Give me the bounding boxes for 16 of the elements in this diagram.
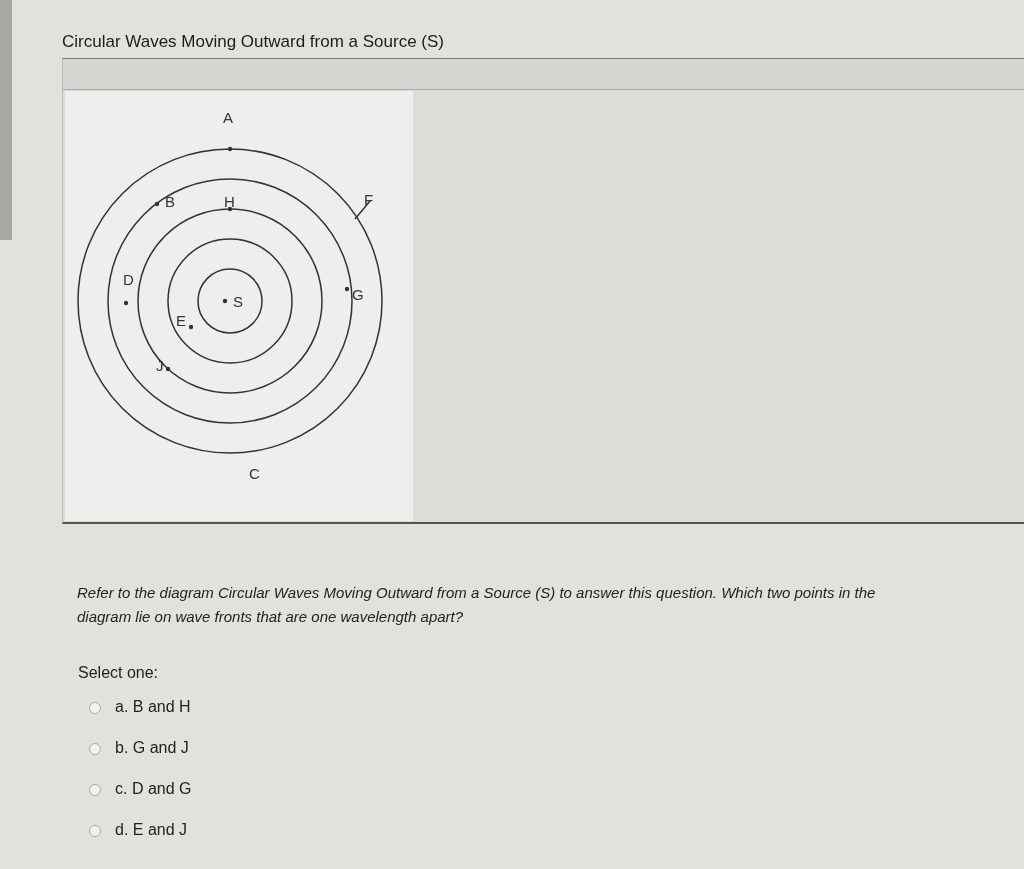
point-label: B [165,194,175,210]
point-label: C [249,466,260,482]
point-label: G [352,287,364,303]
option-label: a. B and H [115,698,191,716]
heading: Circular Waves Moving Outward from a Source (S) [62,32,444,52]
point-label: E [176,313,186,329]
point-label: S [233,294,243,310]
point-label: D [123,272,134,288]
prompt-text: Select one: [78,664,159,682]
point-label: H [224,194,235,210]
option-label: d. E and J [115,821,188,839]
point-label: A [223,110,233,126]
point-label: F [364,192,374,208]
question-text: Refer to the diagram Circular Waves Moving Outward from a Source (S) to answer this question. Which two points in the diagram lie on wave fronts that are one wavelength apart? [77,583,877,627]
option-label: b. G and J [115,739,189,757]
option-label: c. D and G [115,780,192,798]
